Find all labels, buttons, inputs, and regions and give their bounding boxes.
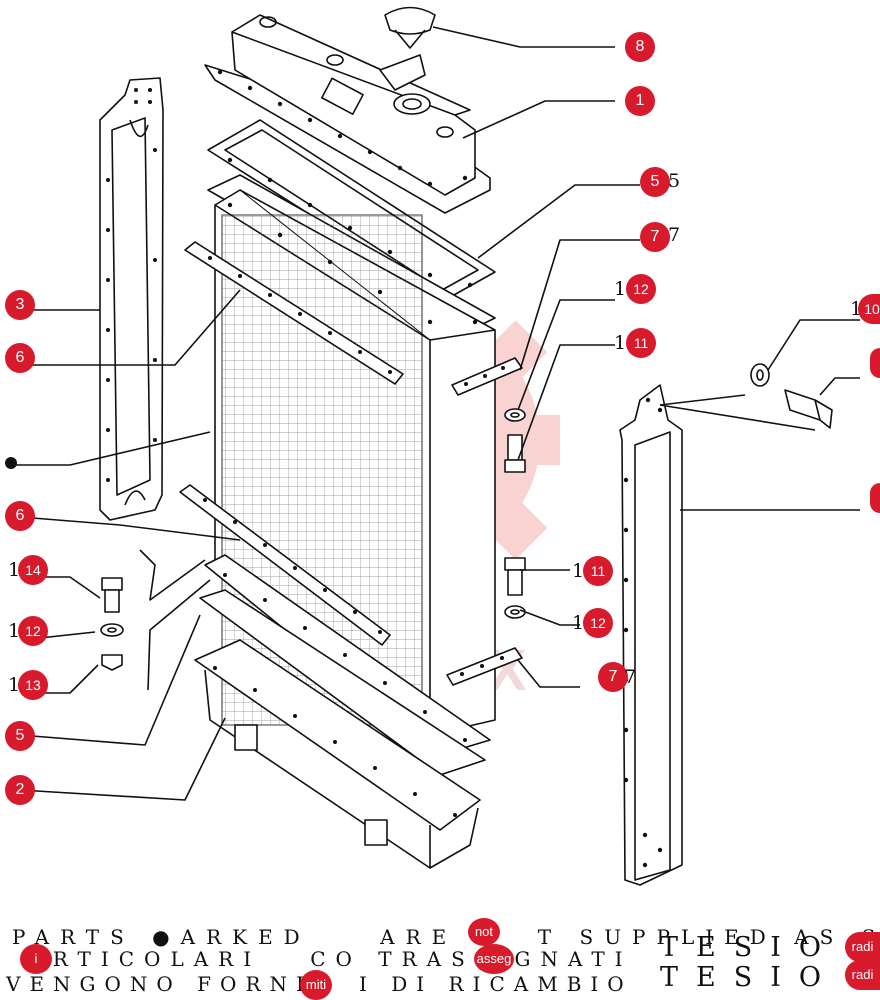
callout-partial-9 bbox=[870, 348, 880, 378]
callout-11-top: 11 bbox=[626, 328, 656, 358]
callout-12-bottom: 12 bbox=[583, 608, 613, 638]
callout-3: 3 bbox=[5, 290, 35, 320]
callout-6-lower: 6 bbox=[5, 501, 35, 531]
footer-right-1: TESIO R bbox=[660, 932, 880, 963]
footer-badge-radi-1: radi bbox=[845, 932, 880, 962]
footer-badge-miti: miti bbox=[300, 970, 332, 1000]
footer-right-2: TESIO R bbox=[660, 962, 880, 993]
label-12-plain-bottom: 1 bbox=[572, 612, 585, 634]
label-11-plain-bottom: 1 bbox=[572, 560, 585, 582]
label-7-plain-top: 7 bbox=[668, 224, 681, 246]
callout-partial-4 bbox=[870, 483, 880, 513]
label-14-plain: 1 bbox=[8, 559, 21, 581]
footer-badge-asseg: asseg bbox=[474, 944, 514, 974]
callout-7-bottom: 7 bbox=[598, 662, 628, 692]
callout-13: 13 bbox=[18, 670, 48, 700]
callout-5-bottom: 5 bbox=[5, 721, 35, 751]
footer-line-2: ARTICOLARI CO TRASS GNATI bbox=[12, 947, 633, 971]
not-supplied-marker-dot bbox=[5, 457, 17, 469]
label-13-plain: 1 bbox=[8, 674, 21, 696]
callout-2: 2 bbox=[5, 775, 35, 805]
footer-badge-not: not bbox=[468, 918, 500, 946]
footer-badge-radi-2: radi bbox=[845, 960, 880, 990]
callout-5-top: 5 bbox=[640, 167, 670, 197]
label-12-plain-top: 1 bbox=[614, 278, 627, 300]
label-11-plain-top: 1 bbox=[614, 332, 627, 354]
callout-12-left: 12 bbox=[18, 616, 48, 646]
footer-line-3: VENGONO FORNI I DI RICAMBIO bbox=[6, 972, 633, 996]
callout-1: 1 bbox=[625, 86, 655, 116]
label-12-plain-left: 1 bbox=[8, 620, 21, 642]
footer-badge-i: i bbox=[20, 944, 52, 974]
callout-7-top: 7 bbox=[640, 222, 670, 252]
callout-10: 10 bbox=[858, 294, 880, 324]
callout-11-bottom: 11 bbox=[583, 556, 613, 586]
label-7-plain-bottom: 7 bbox=[624, 666, 637, 688]
callout-14: 14 bbox=[18, 555, 48, 585]
callout-12-top: 12 bbox=[626, 274, 656, 304]
label-5-plain: 5 bbox=[668, 170, 681, 192]
callout-8: 8 bbox=[625, 32, 655, 62]
callout-6-upper: 6 bbox=[5, 343, 35, 373]
